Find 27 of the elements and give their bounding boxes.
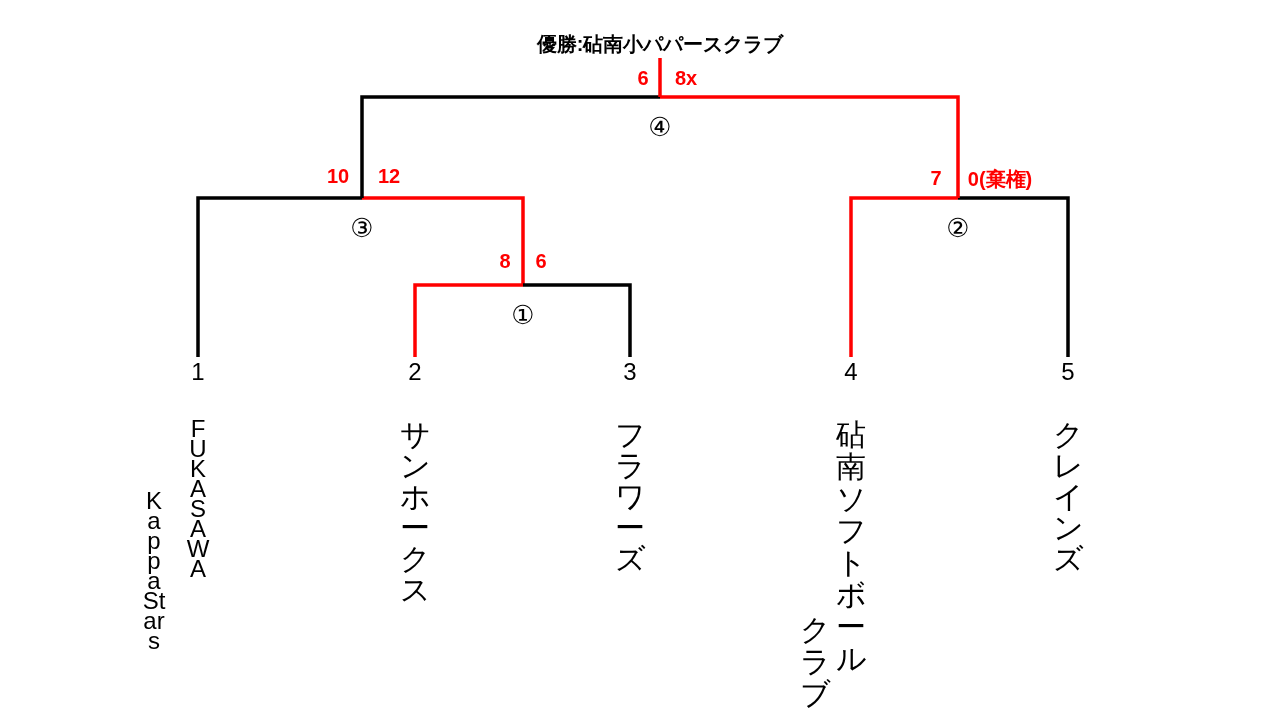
- bracket-line: [362, 196, 525, 285]
- team-number: 4: [843, 357, 859, 387]
- match-number: ②: [945, 214, 971, 242]
- team-number: 1: [190, 357, 206, 387]
- team-number: 3: [622, 357, 638, 387]
- team-name: クラブ: [800, 614, 830, 710]
- score-label: 0(棄権): [965, 168, 1035, 190]
- bracket-line: [413, 283, 523, 357]
- champion-title: 優勝:砧南小パパースクラブ: [500, 29, 820, 58]
- match-number: ①: [510, 301, 536, 329]
- match-number: ④: [647, 113, 673, 141]
- bracket-line: [958, 196, 1070, 357]
- bracket-line: [523, 283, 632, 357]
- team-name: FUKASAWA: [186, 419, 210, 579]
- bracket-line: [360, 95, 660, 198]
- team-name: Kappa Stars: [142, 491, 166, 651]
- match-number: ③: [349, 214, 375, 242]
- team-name: サンホークス: [400, 419, 430, 605]
- team-number: 2: [407, 357, 423, 387]
- bracket-line: [196, 196, 362, 357]
- bracket-line: [658, 58, 662, 97]
- team-name: フラワーズ: [615, 419, 645, 574]
- team-name: クレインズ: [1053, 419, 1083, 574]
- team-name: 砧南ソフトボール: [836, 419, 866, 675]
- team-number: 5: [1060, 357, 1076, 387]
- bracket-line: [660, 95, 960, 198]
- bracket-line: [849, 196, 958, 357]
